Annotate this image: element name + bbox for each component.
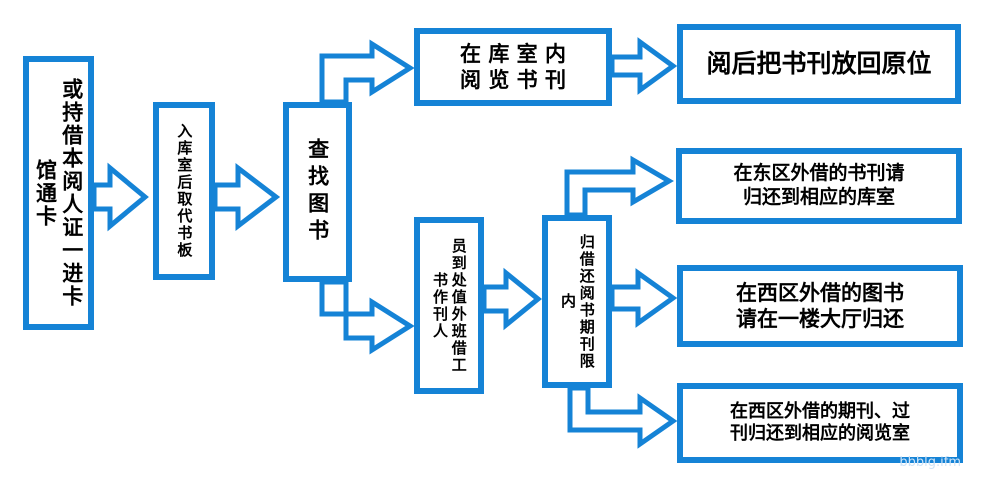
arrow-period-to-west-journals [567,385,678,449]
return-after-reading-box: 阅后把书刊放回原位 [677,24,961,104]
entry-box: 或持借本阅人证一进卡馆通卡 [23,56,94,330]
borrow-via-staff-box: 员到处值外班借工书作刊人 [414,217,484,394]
borrow-via-staff-label: 员到处值外班借工书作刊人 [431,237,468,374]
take-board-box: 入库室后取代书板 [153,102,215,280]
find-books-box: 查找图书 [283,102,352,282]
take-board-label: 入库室后取代书板 [175,123,194,259]
return-within-period-label: 归借还阅书期刊限内 [559,233,596,370]
arrow-entry-to-board [91,162,149,232]
arrow-borrow-to-period [481,267,542,331]
arrow-period-to-west-books [609,268,678,328]
arrow-read-to-return [609,37,678,95]
read-in-library-box: 在 库 室 内 阅 览 书 刊 [414,28,612,106]
read-in-library-label: 在 库 室 内 阅 览 书 刊 [460,41,566,92]
east-return-box: 在东区外借的书刊请 归还到相应的库室 [676,148,962,224]
find-books-label: 查找图书 [305,138,330,246]
arrow-period-to-east [564,155,674,218]
west-journals-return-label: 在西区外借的期刊、过 刊归还到相应的阅览室 [730,400,910,445]
east-return-label: 在东区外借的书刊请 归还到相应的库室 [733,162,905,208]
west-books-return-label: 在西区外借的图书 请在一楼大厅归还 [736,280,904,331]
arrow-board-to-find [212,162,281,232]
entry-label: 或持借本阅人证一进卡馆通卡 [33,78,84,308]
arrow-find-to-read [319,39,415,105]
west-journals-return-box: 在西区外借的期刊、过 刊归还到相应的阅览室 [677,383,963,463]
return-within-period-box: 归借还阅书期刊限内 [542,215,612,388]
return-after-reading-label: 阅后把书刊放回原位 [706,49,932,79]
arrow-find-to-borrow [319,279,415,355]
west-books-return-box: 在西区外借的图书 请在一楼大厅归还 [677,265,963,347]
watermark-text: bbblg.ifm [899,455,961,470]
